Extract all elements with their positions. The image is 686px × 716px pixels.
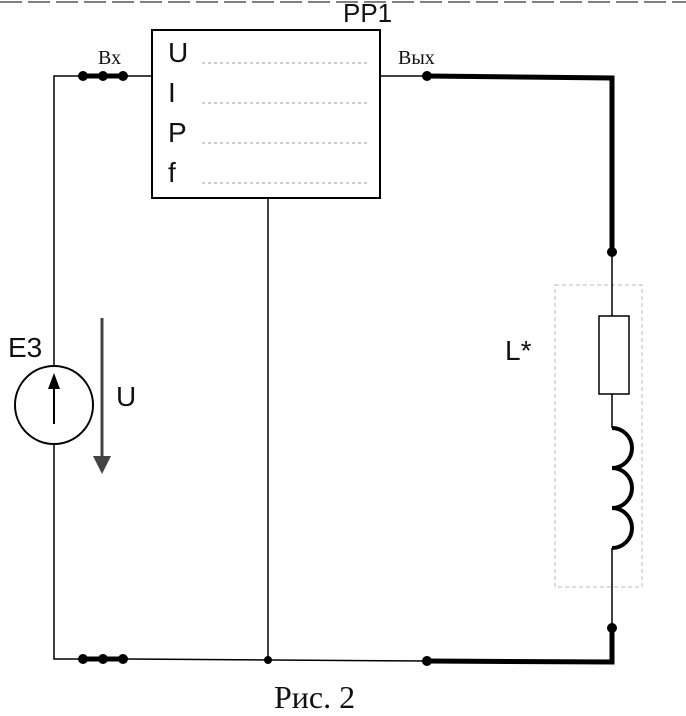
wire-left-bottom xyxy=(53,445,82,660)
device-row-i: I xyxy=(168,77,176,108)
bottom-input-dot-3 xyxy=(118,654,128,664)
voltage-label: U xyxy=(116,381,136,412)
bottom-input-dot-1 xyxy=(78,654,88,664)
wire-bottom-thin xyxy=(123,658,428,662)
load-boundary xyxy=(554,284,643,588)
source-arrow-head-icon xyxy=(48,373,60,389)
device-row-f: f xyxy=(168,157,176,188)
device-row-p: P xyxy=(168,117,187,148)
load-label: L* xyxy=(505,335,532,366)
device-row-u: U xyxy=(168,37,188,68)
wire-output-thick xyxy=(426,73,615,252)
bottom-input-dot-2 xyxy=(98,654,108,664)
input-terminal-dot-1 xyxy=(78,71,88,81)
input-terminal-dot-2 xyxy=(98,71,108,81)
source-label: E3 xyxy=(8,332,42,363)
device-label: PP1 xyxy=(343,0,392,28)
input-terminal-dot-3 xyxy=(118,71,128,81)
output-label: Вых xyxy=(398,47,435,69)
common-node-dot xyxy=(264,656,272,664)
input-label: Вх xyxy=(98,47,121,69)
wire-bottom-thick xyxy=(426,628,615,665)
inductor xyxy=(611,426,634,550)
figure-caption: Рис. 2 xyxy=(274,679,355,715)
device-box xyxy=(151,29,381,199)
resistor xyxy=(598,315,630,395)
voltage-arrow-head-icon xyxy=(93,456,111,474)
